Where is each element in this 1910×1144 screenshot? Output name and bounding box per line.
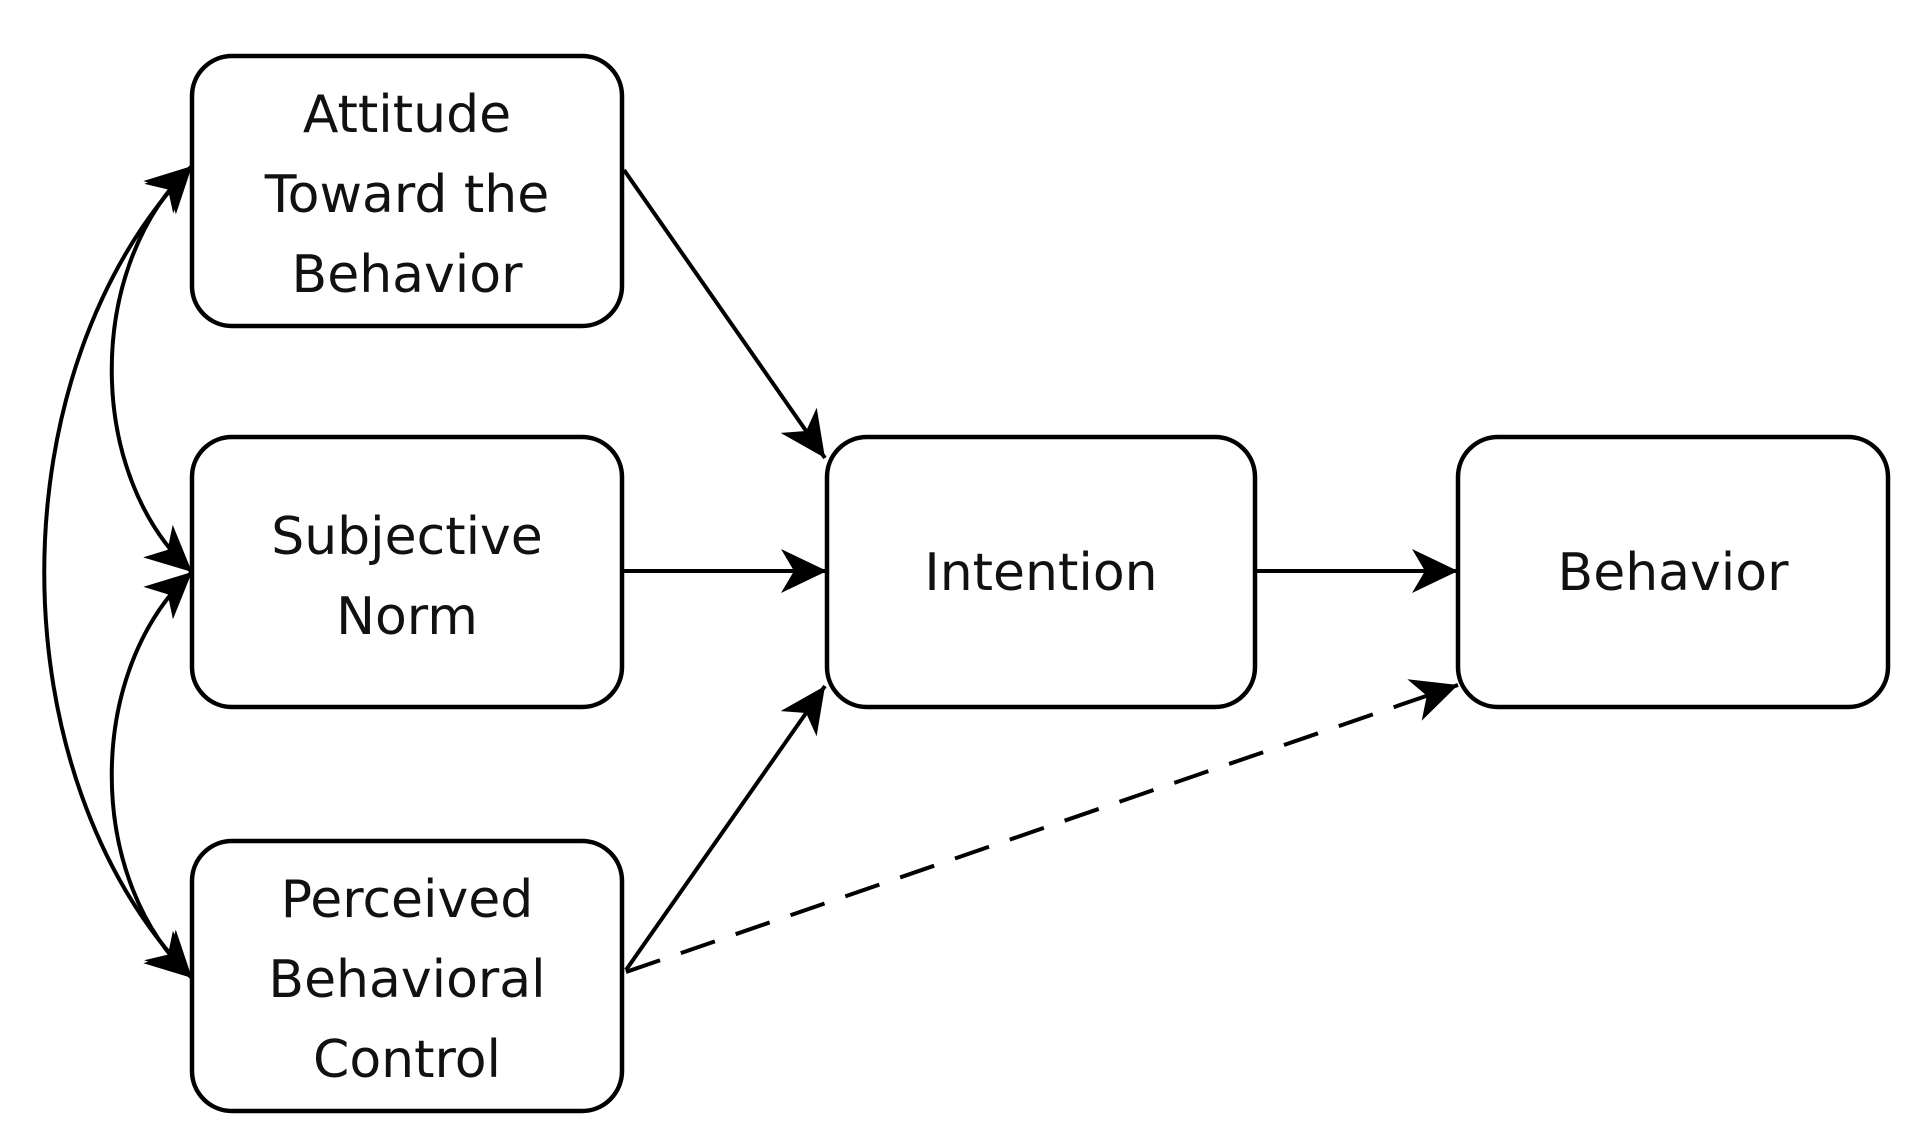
node-subjective-norm: Subjective Norm [189,434,625,710]
node-norm-line-2: Norm [336,587,478,647]
edges [42,164,1459,980]
node-behavior: Behavior [1455,434,1891,710]
node-perceived-behavioral-control: Perceived Behavioral Control [189,838,625,1114]
edge-control-to-behavior-dashed [625,679,1459,974]
node-attitude-line-3: Behavior [292,245,524,305]
node-attitude-line-2: Toward the [264,165,549,225]
edge-control-to-intention [624,684,827,972]
edge-attitude-norm-correlation [109,164,194,574]
node-attitude-line-1: Attitude [303,85,511,145]
node-intention: Intention [824,434,1258,710]
edge-attitude-control-correlation [42,164,194,980]
node-intention-label: Intention [924,543,1157,603]
node-control-line-1: Perceived [281,870,534,930]
node-control-line-2: Behavioral [268,950,545,1010]
node-control-line-3: Control [313,1030,501,1090]
node-behavior-label: Behavior [1558,543,1790,603]
node-norm-line-1: Subjective [271,507,543,567]
edge-attitude-to-intention [622,168,827,460]
node-attitude: Attitude Toward the Behavior [189,53,625,329]
edge-norm-control-correlation [109,570,194,980]
